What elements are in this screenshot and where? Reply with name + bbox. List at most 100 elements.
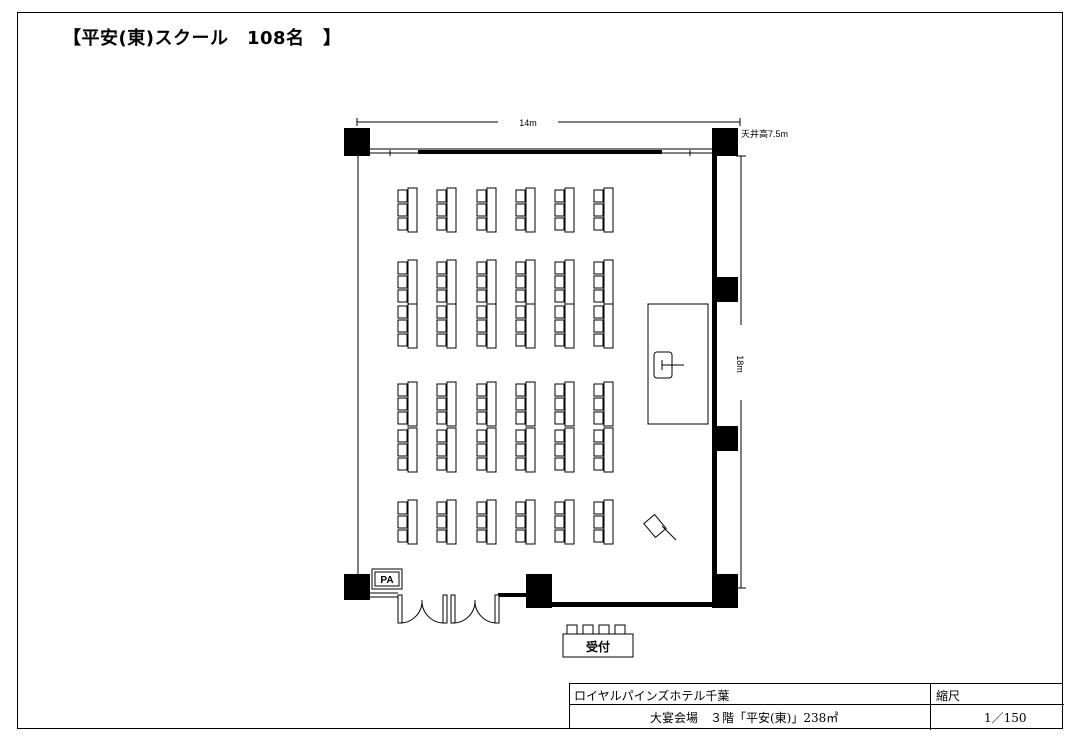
chair [515, 275, 526, 289]
chair [397, 515, 408, 529]
desk-unit [593, 381, 614, 427]
desk-unit [515, 303, 536, 349]
chair [436, 261, 447, 275]
desk-unit [436, 303, 457, 349]
chair [397, 501, 408, 515]
desk [564, 259, 575, 305]
chair [593, 261, 604, 275]
desk-unit [593, 427, 614, 473]
desk-unit [515, 187, 536, 233]
desk-unit [476, 303, 497, 349]
desk [446, 303, 457, 349]
chair [593, 305, 604, 319]
desk [525, 187, 536, 233]
chair [476, 397, 487, 411]
chair [554, 189, 565, 203]
chair [397, 411, 408, 425]
chair [554, 275, 565, 289]
title-block-row-divider [570, 704, 1064, 705]
chair [554, 457, 565, 471]
pa-label: PA [380, 575, 393, 586]
desk-unit [593, 187, 614, 233]
chair [554, 217, 565, 231]
desk-unit [515, 499, 536, 545]
reception-label: 受付 [586, 639, 610, 654]
chair [397, 261, 408, 275]
chair [515, 203, 526, 217]
desk [486, 259, 497, 305]
depth-dimension-label: 18m [735, 355, 745, 373]
chair [436, 457, 447, 471]
chair [554, 529, 565, 543]
desk [525, 427, 536, 473]
width-dimension-label: 14m [519, 118, 537, 128]
chair [397, 189, 408, 203]
desk [603, 259, 614, 305]
chair [593, 443, 604, 457]
desk-unit [397, 427, 418, 473]
chair [593, 203, 604, 217]
desk [486, 499, 497, 545]
chair [397, 397, 408, 411]
chair [476, 203, 487, 217]
desk [446, 427, 457, 473]
desk-unit [436, 427, 457, 473]
desk-unit [436, 187, 457, 233]
chair [476, 383, 487, 397]
desk-unit [397, 303, 418, 349]
desk [407, 381, 418, 427]
desk [603, 381, 614, 427]
chair [515, 501, 526, 515]
desk [486, 187, 497, 233]
chair [554, 383, 565, 397]
chair [554, 429, 565, 443]
chair [476, 443, 487, 457]
chair [476, 319, 487, 333]
chair [476, 501, 487, 515]
chair [397, 319, 408, 333]
desk-unit [515, 427, 536, 473]
desk-unit [593, 259, 614, 305]
desk-unit [554, 259, 575, 305]
microphone-icon [643, 513, 677, 541]
desk [446, 259, 457, 305]
desk-unit [397, 187, 418, 233]
chair [476, 189, 487, 203]
chair [515, 189, 526, 203]
chair [436, 429, 447, 443]
chair [397, 457, 408, 471]
chair [554, 261, 565, 275]
chair [397, 289, 408, 303]
chair [515, 397, 526, 411]
desk-unit [554, 427, 575, 473]
depth-dimension [736, 155, 746, 589]
desk [446, 381, 457, 427]
chair [554, 411, 565, 425]
desk-unit [515, 259, 536, 305]
entrance-doors [397, 594, 500, 624]
chair [436, 383, 447, 397]
chair [554, 443, 565, 457]
lectern-icon [653, 351, 684, 379]
chair [593, 383, 604, 397]
desk [486, 381, 497, 427]
desk [525, 259, 536, 305]
right-wall [712, 150, 717, 600]
scale-value: 1／150 [984, 711, 1027, 725]
desk [407, 427, 418, 473]
desk-unit [397, 499, 418, 545]
top-wall [370, 148, 712, 156]
chair [515, 261, 526, 275]
desk [486, 303, 497, 349]
desk-unit [554, 303, 575, 349]
chair [476, 217, 487, 231]
chair [476, 515, 487, 529]
desk [564, 303, 575, 349]
desk [564, 381, 575, 427]
chair [397, 443, 408, 457]
desk-unit [554, 187, 575, 233]
pa-box [371, 568, 403, 590]
chair [515, 429, 526, 443]
desk-unit [476, 187, 497, 233]
chair [436, 319, 447, 333]
